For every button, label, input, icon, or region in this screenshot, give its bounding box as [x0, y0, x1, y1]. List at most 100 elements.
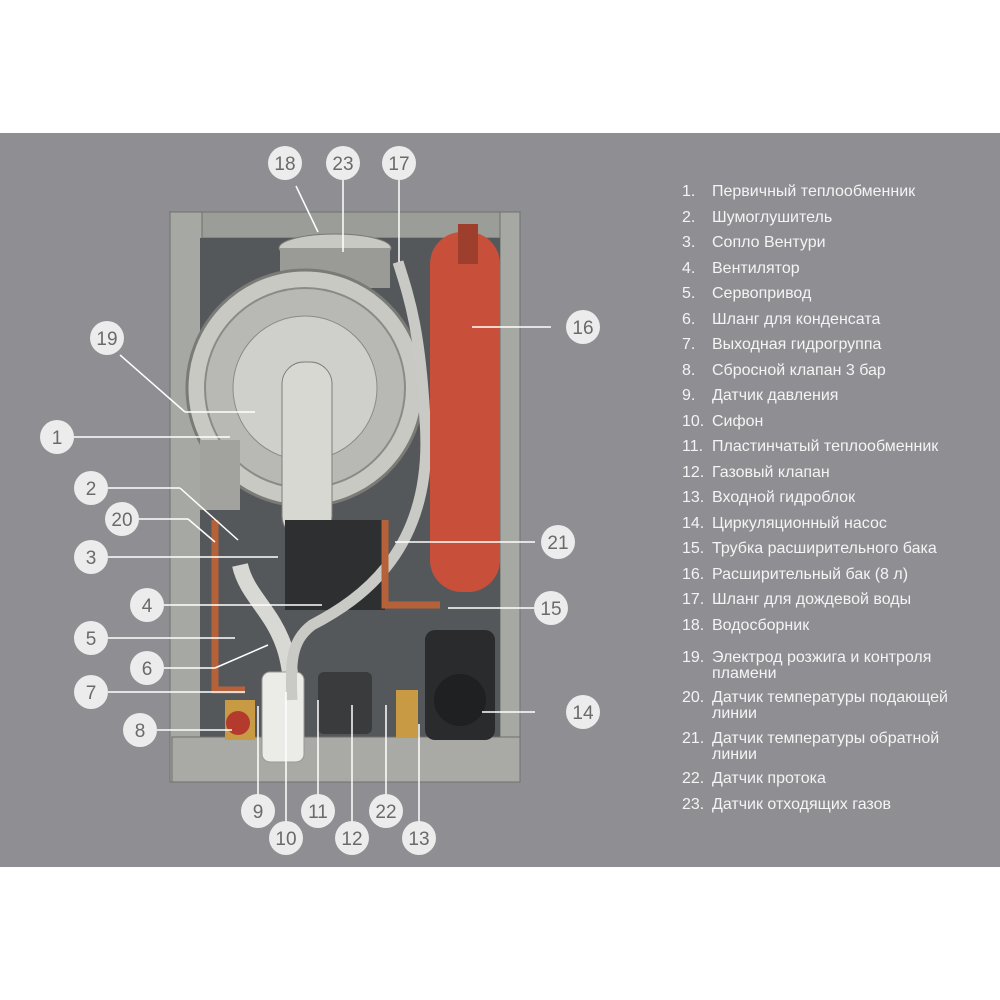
callout-13: 13 — [402, 821, 436, 855]
legend-item-number: 8. — [682, 361, 696, 379]
legend-item: 14.Циркуляционный насос — [682, 514, 982, 532]
legend-item-text: Трубка расширительного бака — [712, 540, 937, 557]
legend-item-text: Датчик температуры обратной линии — [712, 730, 940, 763]
legend-item-text: Сифон — [712, 412, 764, 430]
legend-item-text: Электрод розжига и контроля пламени — [712, 649, 932, 682]
svg-text:19: 19 — [96, 329, 117, 350]
callout-1: 1 — [40, 420, 74, 454]
legend-item-text: Сопло Вентури — [712, 234, 826, 251]
legend-item-number: 12. — [682, 463, 705, 481]
legend-item-number: 7. — [682, 336, 696, 353]
legend-item: 6.Шланг для конденсата — [682, 311, 982, 328]
svg-text:14: 14 — [572, 703, 594, 724]
legend-item-number: 16. — [682, 565, 705, 583]
legend-item-text: Сервопривод — [712, 285, 812, 302]
legend-item-number: 9. — [682, 387, 696, 404]
legend-item-text: Шланг для дождевой воды — [712, 591, 912, 608]
callout-22: 22 — [369, 794, 403, 828]
svg-text:9: 9 — [253, 802, 264, 823]
legend-item-text: Сбросной клапан 3 бар — [712, 361, 886, 379]
legend-item: 21. Датчик температуры обратной линии — [682, 731, 982, 763]
legend-item-text: Газовый клапан — [712, 463, 830, 481]
callout-21: 21 — [541, 525, 575, 559]
legend-item-text: Датчик температуры подающей линии — [712, 689, 948, 722]
svg-text:10: 10 — [275, 829, 296, 850]
legend-item: 4. Вентилятор — [682, 259, 982, 277]
legend-item-text: Циркуляционный насос — [712, 514, 887, 532]
callout-23: 23 — [326, 146, 360, 180]
legend-item: 8. Сбросной клапан 3 бар — [682, 361, 982, 379]
legend-item-number: 10. — [682, 412, 705, 430]
callout-19: 19 — [90, 321, 124, 355]
legend-item: 7. Выходная гидрогруппа — [682, 337, 982, 353]
callout-17: 17 — [382, 146, 416, 180]
legend-item-number: 18. — [682, 616, 705, 634]
svg-text:1: 1 — [52, 428, 63, 449]
callout-6: 6 — [130, 651, 164, 685]
legend-item-text: Шумоглушитель — [712, 208, 833, 226]
legend-item: 9. Датчик давления — [682, 388, 982, 404]
legend-item-text: Датчик давления — [712, 387, 839, 404]
legend-item-text: Пластинчатый теплообменник — [712, 438, 939, 455]
svg-text:21: 21 — [547, 533, 568, 554]
legend-item: 17. Шланг для дождевой воды — [682, 592, 982, 608]
legend-item: 1. Первичный теплообменник — [682, 184, 982, 200]
svg-text:16: 16 — [572, 318, 593, 339]
legend-item-text: Вентилятор — [712, 259, 800, 277]
callout-4: 4 — [130, 588, 164, 622]
legend-item-text: Первичный теплообменник — [712, 183, 916, 200]
legend-item-text: Выходная гидрогруппа — [712, 336, 882, 353]
legend-item: 13. Входной гидроблок — [682, 490, 982, 506]
legend-item-number: 3. — [682, 234, 696, 251]
legend-item-number: 2. — [682, 208, 696, 226]
legend-item-text: Датчик отходящих газов — [712, 796, 891, 813]
legend-item: 16.Расширительный бак (8 л) — [682, 565, 982, 583]
legend-item-number: 4. — [682, 259, 696, 277]
legend-item-number: 23. — [682, 796, 705, 813]
legend-item-text: Входной гидроблок — [712, 489, 856, 506]
callout-7: 7 — [74, 675, 108, 709]
svg-text:17: 17 — [388, 154, 409, 175]
legend-item: 23. Датчик отходящих газов — [682, 797, 982, 813]
callout-20: 20 — [105, 502, 139, 536]
legend-item-number: 17. — [682, 591, 705, 608]
legend-item: 19. Электрод розжига и контроля пламени — [682, 650, 982, 682]
callout-15: 15 — [534, 591, 568, 625]
legend-item-number: 21. — [682, 730, 705, 747]
callout-12: 12 — [335, 821, 369, 855]
callout-3: 3 — [74, 540, 108, 574]
svg-text:23: 23 — [332, 154, 353, 175]
svg-text:4: 4 — [142, 596, 153, 617]
boiler-diagram: 1 2 3 4 5 6 7 8 9 10 11 12 13 14 15 16 1… — [40, 146, 600, 855]
leader-lines — [73, 180, 551, 822]
boiler-illustration — [168, 211, 521, 783]
callout-9: 9 — [241, 794, 275, 828]
svg-text:11: 11 — [308, 802, 328, 823]
legend-item-number: 19. — [682, 649, 705, 666]
svg-text:12: 12 — [341, 829, 362, 850]
callout-group: 1 2 3 4 5 6 7 8 9 10 11 12 13 14 15 16 1… — [40, 146, 600, 855]
svg-text:5: 5 — [86, 629, 97, 650]
callout-18: 18 — [268, 146, 302, 180]
callout-11: 11 — [301, 794, 335, 828]
legend-item: 2. Шумоглушитель — [682, 208, 982, 226]
legend-item-number: 11. — [682, 438, 704, 455]
legend-item-number: 13. — [682, 489, 705, 506]
svg-text:6: 6 — [142, 659, 153, 680]
legend-item-number: 1. — [682, 183, 696, 200]
svg-text:22: 22 — [375, 802, 396, 823]
legend-item-text: Датчик протока — [712, 770, 826, 787]
svg-text:18: 18 — [274, 154, 295, 175]
legend-item-number: 15. — [682, 540, 705, 557]
callout-8: 8 — [123, 713, 157, 747]
legend-item-number: 22. — [682, 770, 705, 787]
legend-item-text: Водосборник — [712, 616, 810, 634]
legend-item: 12. Газовый клапан — [682, 463, 982, 481]
callout-14: 14 — [566, 695, 600, 729]
svg-text:13: 13 — [408, 829, 429, 850]
svg-text:7: 7 — [86, 683, 97, 704]
legend-item: 3. Сопло Вентури — [682, 235, 982, 251]
legend-item: 22. Датчик протока — [682, 771, 982, 787]
callout-5: 5 — [74, 621, 108, 655]
legend-item-number: 20. — [682, 689, 705, 706]
